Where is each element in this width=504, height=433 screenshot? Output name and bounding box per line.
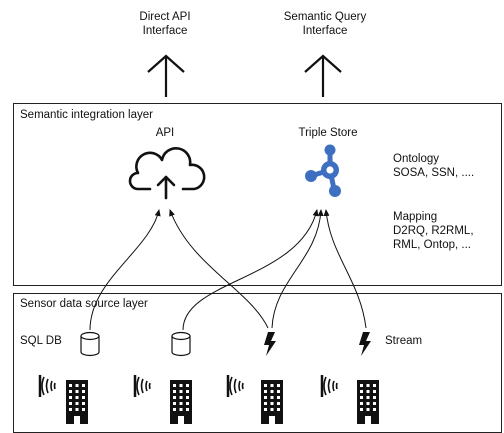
semantic-query-interface-label-line2: Interface <box>302 25 348 37</box>
mapping-heading: Mapping <box>393 211 438 223</box>
sensor-signal-icon-3 <box>226 373 245 399</box>
direct-api-interface-label-line1: Direct API <box>139 11 191 23</box>
semantic-integration-layer <box>13 103 502 286</box>
second-database-icon <box>171 331 191 357</box>
building-icon-2 <box>170 380 192 424</box>
mapping-examples-2: RML, Ontop, ... <box>393 239 471 251</box>
sensor-signal-icon-4 <box>320 373 339 399</box>
semantic-query-arrow-up-icon <box>304 54 342 97</box>
building-icon-1 <box>66 380 88 424</box>
sql-db-label: SQL DB <box>20 335 62 347</box>
triple-store-label: Triple Store <box>298 127 358 139</box>
sql-db-database-icon <box>80 331 100 357</box>
sensor-signal-icon-2 <box>133 373 152 399</box>
building-icon-4 <box>357 380 379 424</box>
lightning-bolt-icon-1 <box>264 332 276 356</box>
sensor-signal-icon-1 <box>38 373 57 399</box>
stream-label: Stream <box>385 335 423 347</box>
ontology-heading: Ontology <box>393 153 440 165</box>
direct-api-arrow-up-icon <box>147 54 185 97</box>
semantic-query-interface-label-line1: Semantic Query <box>283 11 367 23</box>
cloud-upload-icon <box>128 147 206 200</box>
triple-store-graph-icon <box>305 144 341 197</box>
data-flow-arrows <box>89 209 367 331</box>
ontology-examples: SOSA, SSN, .... <box>393 167 475 179</box>
lightning-bolt-icon-2 <box>359 332 371 356</box>
api-label: API <box>155 127 175 139</box>
semantic-layer-title: Semantic integration layer <box>20 109 153 121</box>
sensor-layer-title: Sensor data source layer <box>20 298 148 310</box>
building-icon-3 <box>261 380 283 424</box>
mapping-examples-1: D2RQ, R2RML, <box>393 225 474 237</box>
direct-api-interface-label-line2: Interface <box>142 25 188 37</box>
